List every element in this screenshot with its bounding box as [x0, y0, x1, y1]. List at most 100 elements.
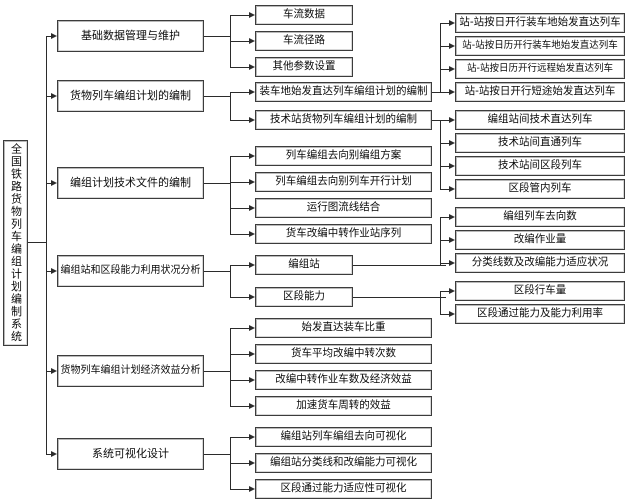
connector-l4-8 [440, 189, 449, 190]
arrow-l3-3 [249, 63, 255, 70]
node-l2-2[interactable]: 货物列车编组计划的编制 [57, 80, 204, 112]
node-l2-3[interactable]: 编组计划技术文件的编制 [57, 167, 204, 199]
node-l4-8[interactable]: 区段管内列车 [455, 179, 625, 199]
connector-l2-3 [46, 183, 51, 184]
connector-l2-2 [46, 96, 51, 97]
connector-l3-14 [230, 380, 249, 381]
connector-l3-11 [230, 297, 249, 298]
arrow-l3-13 [249, 350, 255, 357]
node-l3-14[interactable]: 改编中转作业车数及经济效益 [255, 370, 432, 390]
arrow-l3-16 [249, 433, 255, 440]
node-l3-18-label: 区段通过能力适应性可视化 [280, 482, 407, 495]
connector-l3-4-out [432, 92, 446, 93]
root-node-label: 全国铁路货物列车编组计划编制系统 [9, 143, 23, 343]
node-l2-6[interactable]: 系统可视化设计 [57, 438, 204, 470]
node-l3-7[interactable]: 列车编组去向别列车开行计划 [255, 172, 432, 192]
node-l2-1[interactable]: 基础数据管理与维护 [57, 20, 204, 52]
node-l4-4[interactable]: 站-站按日开行短途始发直达列车 [455, 82, 625, 102]
node-l4-6[interactable]: 技术站间直通列车 [455, 133, 625, 153]
node-l4-2[interactable]: 站-站按日历开行装车地始发直达列车 [455, 36, 625, 56]
connector-l4-7 [440, 166, 449, 167]
root-node[interactable]: 全国铁路货物列车编组计划编制系统 [3, 140, 28, 346]
node-l2-4[interactable]: 编组站和区段能力利用状况分析 [57, 255, 204, 287]
node-l4-3[interactable]: 站-站按日历开行远程始发直达列车 [455, 59, 625, 79]
node-l3-6[interactable]: 列车编组去向别编组方案 [255, 146, 432, 166]
arrow-l3-6 [249, 152, 255, 159]
node-l2-5[interactable]: 货物列车编组计划经济效益分析 [57, 355, 204, 387]
node-l4-9[interactable]: 编组列车去向数 [455, 207, 625, 227]
node-l3-16-label: 编组站列车编组去向可视化 [280, 430, 407, 443]
node-l3-9-label: 货车改编中转作业站序列 [285, 227, 402, 240]
node-l4-1[interactable]: 站-站按日开行装车地始发直达列车 [455, 13, 625, 33]
connector-l2-4 [46, 271, 51, 272]
node-l4-4-label: 站-站按日开行短途始发直达列车 [464, 85, 616, 98]
node-l3-15[interactable]: 加速货车周转的效益 [255, 396, 432, 416]
arrow-l4-13 [449, 310, 455, 317]
connector-l3-1 [230, 15, 249, 16]
node-l3-10[interactable]: 编组站 [255, 255, 353, 275]
arrow-l4-2 [449, 42, 455, 49]
arrow-l3-8 [249, 204, 255, 211]
connector-l4-13 [440, 314, 449, 315]
node-l3-4[interactable]: 装车地始发直达列车编组计划的编制 [255, 82, 432, 102]
connector-l4-g4-spine [440, 291, 441, 314]
node-l4-10[interactable]: 改编作业量 [455, 230, 625, 250]
arrow-l4-8 [449, 185, 455, 192]
node-l3-6-label: 列车编组去向别编组方案 [285, 149, 402, 162]
arrow-l4-5 [449, 116, 455, 123]
node-l4-5[interactable]: 编组站间技术直达列车 [455, 110, 625, 130]
connector-l2-1-out [204, 36, 230, 37]
connector-l3-10-out [353, 265, 446, 266]
node-l3-5-label: 技术站货物列车编组计划的编制 [270, 113, 417, 126]
arrow-l4-9 [449, 213, 455, 220]
node-l3-11[interactable]: 区段能力 [255, 287, 353, 307]
connector-l3-16 [230, 437, 249, 438]
connector-l4-11 [440, 263, 449, 264]
node-l3-3[interactable]: 其他参数设置 [255, 57, 353, 77]
node-l2-2-label: 货物列车编组计划的编制 [70, 89, 191, 103]
connector-level2-spine [46, 36, 47, 454]
node-l3-13[interactable]: 货车平均改编中转次数 [255, 344, 432, 364]
arrow-l3-7 [249, 178, 255, 185]
connector-l4-g3-spine [440, 217, 441, 265]
node-l4-13[interactable]: 区段通过能力及能力利用率 [455, 304, 625, 324]
node-l3-17[interactable]: 编组站分类线和改编能力可视化 [255, 453, 432, 473]
arrow-l4-3 [449, 65, 455, 72]
node-l2-6-label: 系统可视化设计 [92, 447, 169, 461]
connector-l2-5-out [204, 371, 230, 372]
connector-l3-5-out [432, 120, 446, 121]
connector-l4-12 [440, 291, 449, 292]
connector-l4-1 [440, 23, 449, 24]
node-l3-16[interactable]: 编组站列车编组去向可视化 [255, 427, 432, 447]
node-l3-9[interactable]: 货车改编中转作业站序列 [255, 224, 432, 244]
arrow-l4-12 [449, 287, 455, 294]
node-l4-3-label: 站-站按日历开行远程始发直达列车 [467, 63, 613, 75]
connector-l2-5 [46, 371, 51, 372]
node-l3-1[interactable]: 车流数据 [255, 5, 353, 25]
connector-l2-3-out [204, 183, 230, 184]
node-l3-18[interactable]: 区段通过能力适应性可视化 [255, 479, 432, 499]
arrow-l4-10 [449, 236, 455, 243]
node-l4-7[interactable]: 技术站间区段列车 [455, 156, 625, 176]
connector-l3-9 [230, 234, 249, 235]
connector-l2-6-out [204, 454, 230, 455]
node-l3-2[interactable]: 车流径路 [255, 31, 353, 51]
connector-l3-13 [230, 354, 249, 355]
connector-l3-11-out [353, 297, 446, 298]
node-l4-8-label: 区段管内列车 [508, 182, 572, 195]
node-l4-11[interactable]: 分类线数及改编能力适应状况 [455, 253, 625, 273]
node-l3-5[interactable]: 技术站货物列车编组计划的编制 [255, 110, 432, 130]
node-l3-8[interactable]: 运行图流线结合 [255, 198, 432, 218]
node-l4-5-label: 编组站间技术直达列车 [487, 113, 593, 126]
node-l3-4-label: 装车地始发直达列车编组计划的编制 [259, 85, 428, 98]
connector-l4-2 [440, 46, 449, 47]
node-l3-12[interactable]: 始发直达装车比重 [255, 318, 432, 338]
arrow-l2-1 [51, 32, 57, 39]
arrow-l2-4 [51, 267, 57, 274]
node-l4-12[interactable]: 区段行车量 [455, 281, 625, 301]
arrow-l3-1 [249, 11, 255, 18]
node-l3-2-label: 车流径路 [283, 34, 325, 47]
arrow-l3-14 [249, 376, 255, 383]
connector-l2-4-spine [230, 265, 231, 297]
